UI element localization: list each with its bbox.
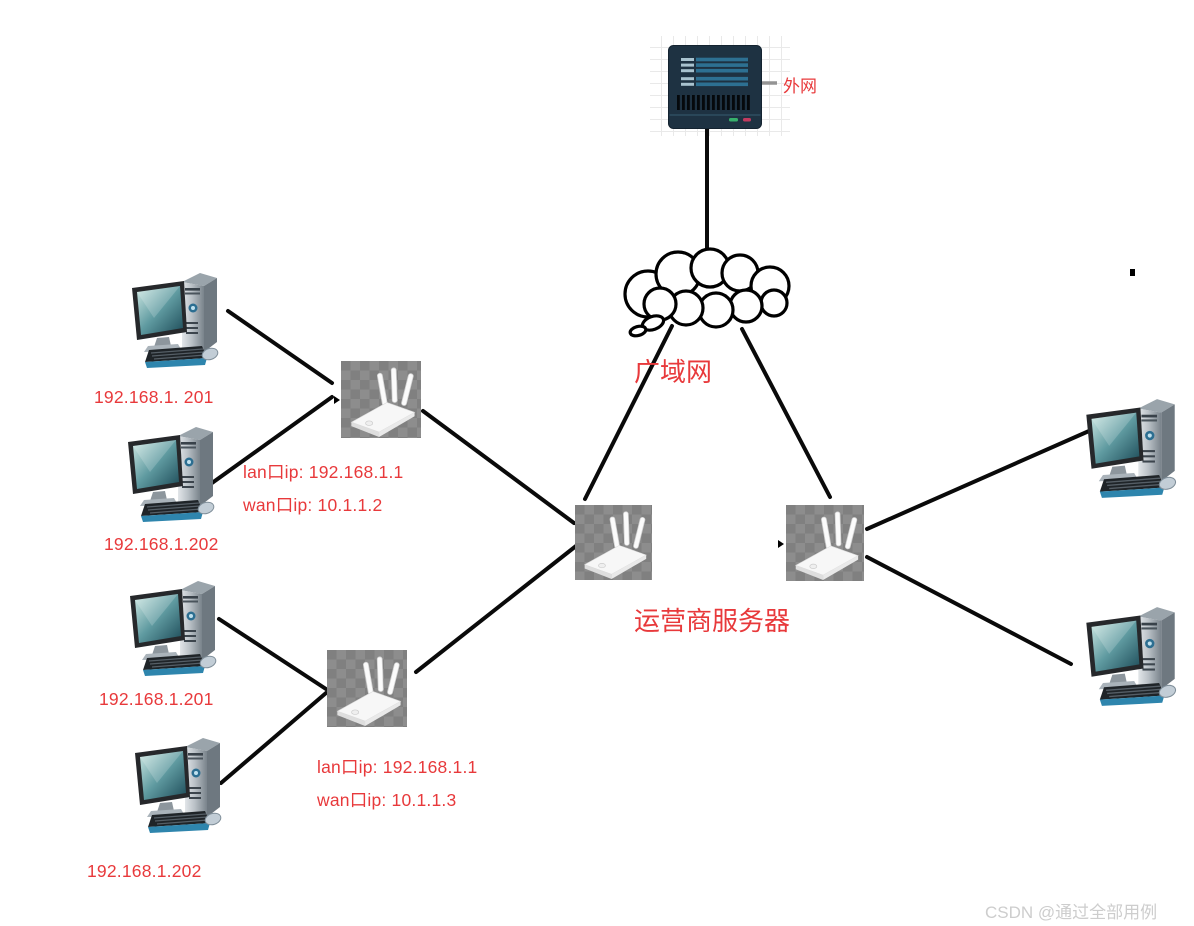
bottom-left-router-lan-ip: lan口ip: 192.168.1.1	[317, 757, 478, 777]
pc-top-left-1-icon	[124, 270, 224, 370]
pc-bottom-left-2-ip: 192.168.1.202	[87, 861, 202, 881]
line-cloud-to-center-router	[583, 324, 674, 501]
top-left-router-lan-ip: lan口ip: 192.168.1.1	[243, 462, 404, 482]
pc-right-bottom-icon	[1078, 604, 1182, 708]
top-left-router-icon	[341, 361, 421, 438]
pc-top-left-2-ip: 192.168.1.202	[104, 534, 219, 554]
center-isp-router-icon	[575, 505, 652, 580]
line-right-router-to-pc-top	[865, 429, 1091, 531]
right-router-icon	[786, 505, 864, 581]
line-pc3-to-bottomleft-router	[217, 617, 328, 691]
wan-label: 广域网	[634, 357, 713, 387]
isp-server-label: 运营商服务器	[634, 606, 791, 636]
line-pc2-to-topleft-router	[210, 395, 334, 485]
arrow-mark-right-router	[778, 540, 784, 548]
line-topleft-router-to-center	[421, 409, 576, 525]
line-pc1-to-topleft-router	[226, 309, 334, 385]
top-left-router-wan-ip: wan口ip: 10.1.1.2	[243, 495, 383, 515]
stray-dot-mark	[1130, 269, 1135, 276]
pc-right-top-icon	[1078, 396, 1182, 500]
bottom-left-router-icon	[327, 650, 407, 727]
external-server-icon	[668, 45, 762, 129]
line-cloud-to-right-router	[740, 327, 832, 499]
wan-cloud-icon	[598, 242, 798, 342]
pc-top-left-2-icon	[120, 424, 220, 524]
pc-bottom-left-1-icon	[122, 578, 222, 678]
pc-top-left-1-ip: 192.168.1. 201	[94, 387, 214, 407]
pc-bottom-left-1-ip: 192.168.1.201	[99, 689, 214, 709]
line-right-router-to-pc-bottom	[865, 555, 1073, 666]
csdn-watermark: CSDN @通过全部用例	[985, 903, 1158, 922]
line-bottomleft-router-to-center	[414, 544, 578, 674]
external-network-label: 外网	[783, 77, 817, 96]
arrow-mark-topleft-router	[334, 396, 340, 404]
bottom-left-router-wan-ip: wan口ip: 10.1.1.3	[317, 790, 457, 810]
line-pc4-to-bottomleft-router	[219, 691, 328, 785]
pc-bottom-left-2-icon	[127, 735, 227, 835]
